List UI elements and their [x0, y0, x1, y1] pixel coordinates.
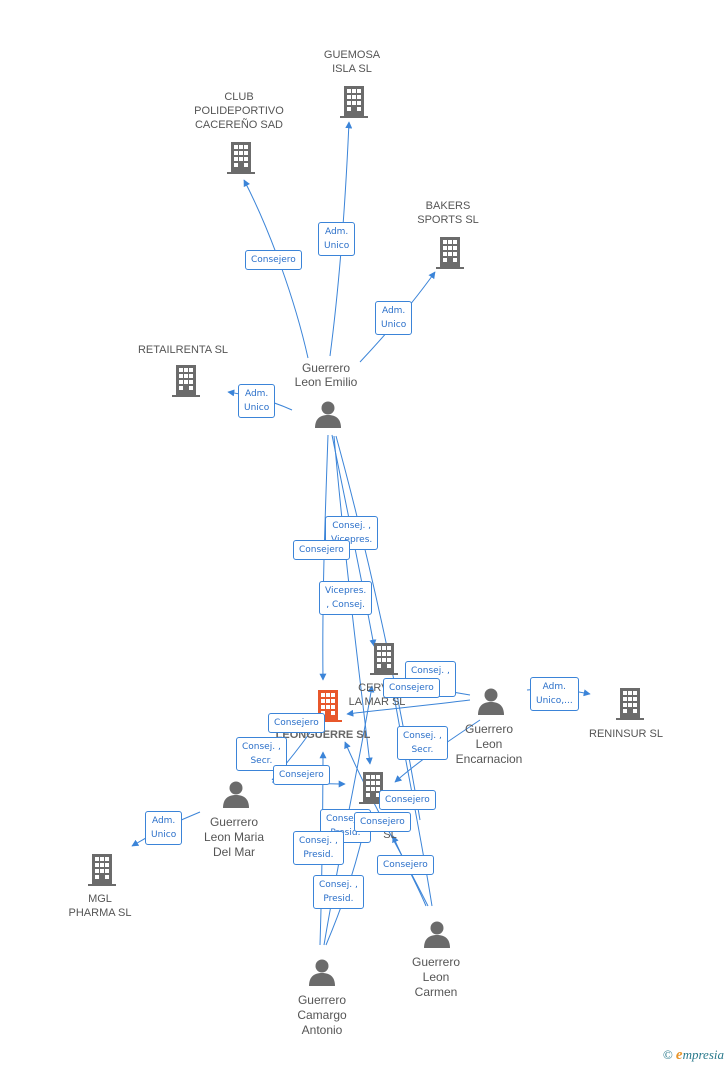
- person-emilio-icon[interactable]: [314, 400, 342, 428]
- relation-label[interactable]: Consejero: [293, 540, 350, 560]
- relation-label[interactable]: Consej. , Secr.: [397, 726, 448, 760]
- company-retailrenta-icon[interactable]: [171, 363, 201, 397]
- person-label-mariamar[interactable]: Guerrero Leon Maria Del Mar: [203, 815, 265, 859]
- edge-emilio-down: [335, 435, 421, 821]
- relation-label[interactable]: Consej. , Vicepres.: [325, 516, 379, 550]
- relation-label[interactable]: Adm. Unico,...: [530, 677, 579, 711]
- person-antonio-icon[interactable]: [308, 958, 336, 986]
- company-reninsur-icon[interactable]: [615, 686, 645, 720]
- relation-label[interactable]: Consejero: [377, 855, 434, 875]
- relation-label[interactable]: Consejero: [245, 250, 302, 270]
- company-label-reninsur[interactable]: RENINSUR SL: [589, 728, 663, 740]
- company-leonguerre-icon[interactable]: [313, 688, 343, 722]
- company-cerveceria-icon[interactable]: [369, 641, 399, 675]
- relation-label[interactable]: Consejero: [273, 765, 330, 785]
- relation-label[interactable]: Adm. Unico: [238, 384, 276, 418]
- edge-encarnacion-leonguerre: [346, 699, 471, 717]
- brand-rest: mpresia: [682, 1047, 724, 1062]
- company-label-retailrenta[interactable]: RETAILRENTA SL: [137, 344, 229, 356]
- company-label-mgl[interactable]: MGL PHARMA SL: [68, 893, 132, 919]
- relation-label[interactable]: Consejero: [354, 812, 411, 832]
- empresia-watermark: © empresia: [663, 1047, 724, 1064]
- relation-label[interactable]: Consej. , Presid.: [313, 875, 364, 909]
- person-label-encarnacion[interactable]: Guerrero Leon Encarnacion: [455, 722, 523, 766]
- company-guemosa-icon[interactable]: [339, 84, 369, 118]
- company-label-club[interactable]: CLUB POLIDEPORTIVO CACEREÑO SAD: [194, 91, 284, 131]
- relation-label[interactable]: Consej. , Presid.: [293, 831, 344, 865]
- person-label-antonio[interactable]: Guerrero Camargo Antonio: [297, 993, 347, 1037]
- company-label-bakers[interactable]: BAKERS SPORTS SL: [417, 200, 479, 226]
- person-encarnacion-icon[interactable]: [477, 687, 505, 715]
- company-club-icon[interactable]: [226, 140, 256, 174]
- company-label-guemosa[interactable]: GUEMOSA ISLA SL: [323, 49, 381, 75]
- relation-label[interactable]: Adm. Unico: [375, 301, 413, 335]
- relation-label[interactable]: Consejero: [268, 713, 325, 733]
- copyright-symbol: ©: [662, 1047, 673, 1062]
- company-label-3[interactable]: SL: [383, 829, 397, 841]
- person-carmen-icon[interactable]: [423, 920, 451, 948]
- relation-label[interactable]: Consejero: [379, 790, 436, 810]
- company-bakers-icon[interactable]: [435, 235, 465, 269]
- relation-label[interactable]: Consejero: [383, 678, 440, 698]
- company-mgl-icon[interactable]: [87, 852, 117, 886]
- person-mariamar-icon[interactable]: [222, 780, 250, 808]
- relation-label[interactable]: Vicepres. , Consej.: [319, 581, 373, 615]
- person-label-emilio[interactable]: Guerrero Leon Emilio: [294, 361, 358, 389]
- brand-e: e: [675, 1047, 683, 1063]
- person-label-carmen[interactable]: Guerrero Leon Carmen: [411, 955, 461, 999]
- relation-label[interactable]: Adm. Unico: [318, 222, 356, 256]
- relation-label[interactable]: Adm. Unico: [145, 811, 183, 845]
